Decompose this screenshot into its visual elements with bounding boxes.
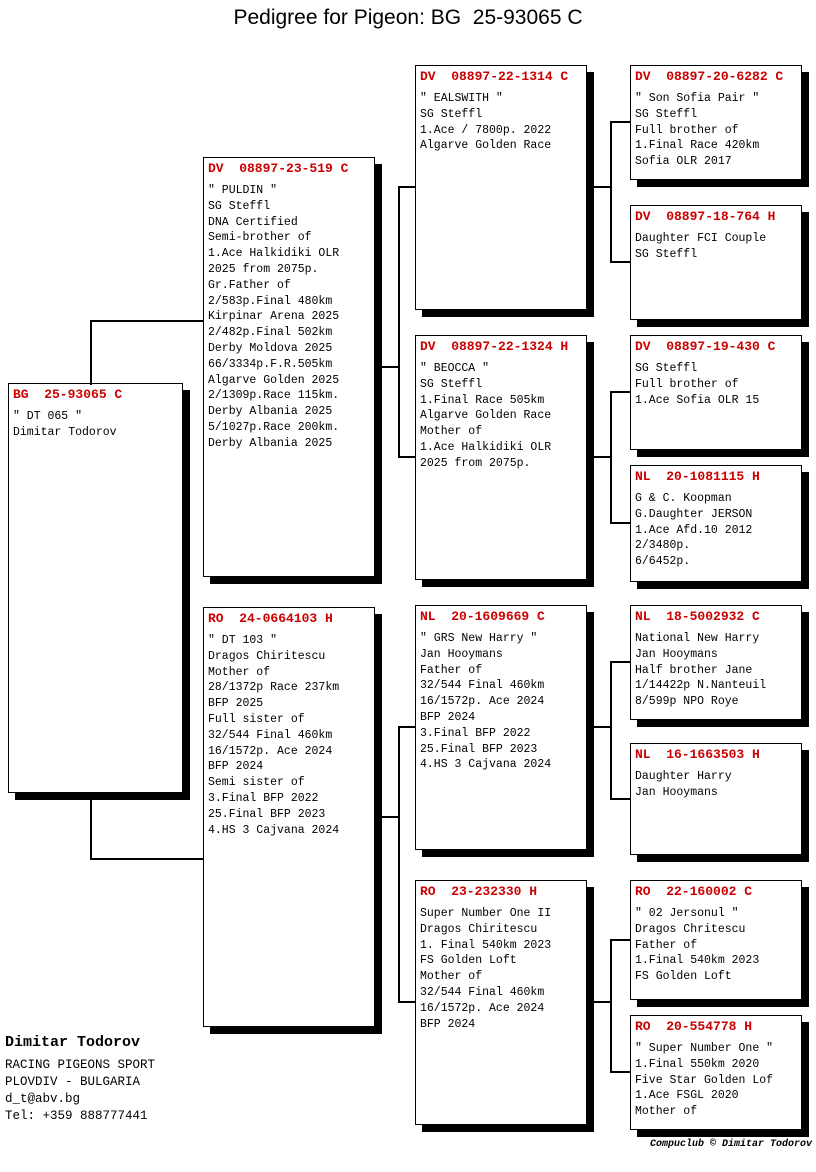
pedigree-box-dam-dam-dam: RO 20-554778 H " Super Number One " 1.Fi… xyxy=(630,1015,802,1130)
owner-name: Dimitar Todorov xyxy=(5,1034,141,1051)
ring-number-dam-dam: RO 23-232330 H xyxy=(420,884,538,899)
connector-dam-sire-bracket xyxy=(610,661,612,800)
connector-subject-to-sire-vertical xyxy=(90,320,92,385)
pigeon-details-dam-dam-sire: " 02 Jersonul " Dragos Chritescu Father … xyxy=(635,907,760,984)
connector-dam-sire-stub xyxy=(594,726,612,728)
ring-number-dam-dam-dam: RO 20-554778 H xyxy=(635,1019,753,1034)
pigeon-details-dam-sire-sire: National New Harry Jan Hooymans Half bro… xyxy=(635,632,767,709)
ring-number-dam-sire-sire: NL 18-5002932 C xyxy=(635,609,760,624)
connector-sire-dam-bracket xyxy=(610,391,612,524)
software-credit: Compuclub © Dimitar Todorov xyxy=(649,1139,812,1150)
ring-number-sire-sire-sire: DV 08897-20-6282 C xyxy=(635,69,784,84)
connector-to-dam-sire-sire xyxy=(610,661,630,663)
pedigree-box-sire-sire: DV 08897-22-1314 C " EALSWITH " SG Steff… xyxy=(415,65,587,310)
connector-dam-to-dam-dam xyxy=(398,1001,415,1003)
pigeon-details-sire-dam: " BEOCCA " SG Steffl 1.Final Race 505km … xyxy=(420,362,552,470)
owner-contact-block: Dimitar Todorov RACING PIGEONS SPORT PLO… xyxy=(5,1034,155,1125)
pedigree-box-dam-dam: RO 23-232330 H Super Number One II Drago… xyxy=(415,880,587,1125)
connector-dam-bracket xyxy=(398,726,400,1003)
connector-sire-to-sire-sire xyxy=(398,186,415,188)
pedigree-box-dam-dam-sire: RO 22-160002 C " 02 Jersonul " Dragos Ch… xyxy=(630,880,802,1000)
connector-subject-to-sire-horizontal xyxy=(90,320,203,322)
ring-number-sire-dam-dam: NL 20-1081115 H xyxy=(635,469,760,484)
pigeon-details-dam-dam-dam: " Super Number One " 1.Final 550km 2020 … xyxy=(635,1042,774,1119)
ring-number-sire-sire: DV 08897-22-1314 C xyxy=(420,69,569,84)
connector-sire-to-sire-dam xyxy=(398,456,415,458)
pedigree-box-subject: BG 25-93065 C " DT 065 " Dimitar Todorov xyxy=(8,383,183,793)
ring-number-subject: BG 25-93065 C xyxy=(13,387,123,402)
connector-subject-to-dam-horizontal xyxy=(90,858,203,860)
connector-sire-dam-stub xyxy=(594,456,612,458)
connector-to-sire-sire-sire xyxy=(610,121,630,123)
connector-sire-sire-bracket xyxy=(610,121,612,263)
connector-subject-to-dam-vertical xyxy=(90,792,92,860)
pedigree-box-sire-dam-dam: NL 20-1081115 H G & C. Koopman G.Daughte… xyxy=(630,465,802,582)
ring-number-sire-dam-sire: DV 08897-19-430 C xyxy=(635,339,776,354)
pedigree-box-sire-sire-dam: DV 08897-18-764 H Daughter FCI Couple SG… xyxy=(630,205,802,320)
connector-to-dam-dam-sire xyxy=(610,939,630,941)
ring-number-dam-sire: NL 20-1609669 C xyxy=(420,609,545,624)
pigeon-details-dam-sire-dam: Daughter Harry Jan Hooymans xyxy=(635,770,732,799)
connector-dam-dam-stub xyxy=(594,1001,612,1003)
pedigree-box-sire: DV 08897-23-519 C " PULDIN " SG Steffl D… xyxy=(203,157,375,577)
pedigree-box-dam-sire-sire: NL 18-5002932 C National New Harry Jan H… xyxy=(630,605,802,720)
pigeon-details-sire: " PULDIN " SG Steffl DNA Certified Semi-… xyxy=(208,184,340,450)
owner-contact-lines: RACING PIGEONS SPORT PLOVDIV - BULGARIA … xyxy=(5,1058,156,1123)
pigeon-details-sire-sire: " EALSWITH " SG Steffl 1.Ace / 7800p. 20… xyxy=(420,92,552,153)
connector-sire-stub xyxy=(382,366,400,368)
pigeon-details-sire-sire-sire: " Son Sofia Pair " SG Steffl Full brothe… xyxy=(635,92,760,169)
pedigree-box-dam-sire: NL 20-1609669 C " GRS New Harry " Jan Ho… xyxy=(415,605,587,850)
pedigree-box-dam-sire-dam: NL 16-1663503 H Daughter Harry Jan Hooym… xyxy=(630,743,802,855)
pigeon-details-sire-sire-dam: Daughter FCI Couple SG Steffl xyxy=(635,232,767,261)
ring-number-sire-sire-dam: DV 08897-18-764 H xyxy=(635,209,776,224)
pigeon-details-dam: " DT 103 " Dragos Chiritescu Mother of 2… xyxy=(208,634,340,837)
connector-dam-dam-bracket xyxy=(610,939,612,1073)
connector-to-sire-dam-sire xyxy=(610,391,630,393)
connector-to-dam-dam-dam xyxy=(610,1071,630,1073)
pedigree-box-dam: RO 24-0664103 H " DT 103 " Dragos Chirit… xyxy=(203,607,375,1027)
connector-dam-to-dam-sire xyxy=(398,726,415,728)
connector-sire-sire-stub xyxy=(594,186,612,188)
pigeon-details-subject: " DT 065 " Dimitar Todorov xyxy=(13,410,117,439)
pigeon-details-sire-dam-dam: G & C. Koopman G.Daughter JERSON 1.Ace A… xyxy=(635,492,753,569)
pigeon-details-dam-sire: " GRS New Harry " Jan Hooymans Father of… xyxy=(420,632,552,772)
ring-number-dam: RO 24-0664103 H xyxy=(208,611,333,626)
connector-sire-bracket xyxy=(398,186,400,458)
ring-number-sire-dam: DV 08897-22-1324 H xyxy=(420,339,569,354)
connector-to-sire-sire-dam xyxy=(610,261,630,263)
connector-dam-stub xyxy=(382,816,400,818)
pedigree-box-sire-sire-sire: DV 08897-20-6282 C " Son Sofia Pair " SG… xyxy=(630,65,802,180)
ring-number-dam-dam-sire: RO 22-160002 C xyxy=(635,884,753,899)
page-title: Pedigree for Pigeon: BG 25-93065 C xyxy=(233,6,583,29)
pigeon-details-sire-dam-sire: SG Steffl Full brother of 1.Ace Sofia OL… xyxy=(635,362,760,407)
ring-number-sire: DV 08897-23-519 C xyxy=(208,161,349,176)
connector-to-sire-dam-dam xyxy=(610,522,630,524)
ring-number-dam-sire-dam: NL 16-1663503 H xyxy=(635,747,760,762)
pedigree-box-sire-dam-sire: DV 08897-19-430 C SG Steffl Full brother… xyxy=(630,335,802,450)
connector-to-dam-sire-dam xyxy=(610,798,630,800)
pigeon-details-dam-dam: Super Number One II Dragos Chiritescu 1.… xyxy=(420,907,552,1031)
pedigree-box-sire-dam: DV 08897-22-1324 H " BEOCCA " SG Steffl … xyxy=(415,335,587,580)
